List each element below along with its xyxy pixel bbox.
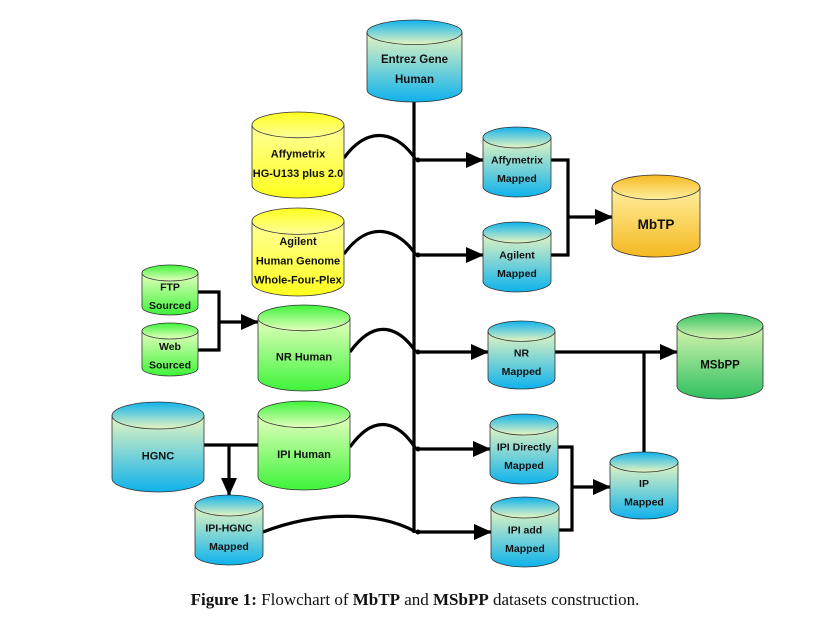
- cylinder-body: [251, 220, 345, 297]
- node-nrmapped: NR Mapped: [487, 320, 556, 390]
- caption-text-3: datasets construction.: [488, 590, 640, 609]
- cylinder-top: [141, 322, 199, 340]
- curve-ipi: [348, 422, 418, 450]
- node-label: IPI Directly: [497, 442, 551, 454]
- bracket-ipi-ip: [558, 445, 574, 532]
- node-label: Affymetrix: [271, 149, 326, 161]
- caption-text-1: Flowchart of: [256, 590, 353, 609]
- cylinder-top: [251, 111, 345, 139]
- node-label: Mapped: [497, 268, 537, 280]
- cylinder-body: [490, 507, 560, 568]
- node-label: IPI Human: [277, 449, 331, 461]
- node-label: Mapped: [504, 460, 544, 472]
- node-ipihgnc: IPI-HGNC Mapped: [194, 494, 264, 566]
- node-label: FTP: [160, 281, 180, 293]
- cylinder-top: [611, 174, 701, 201]
- cylinder-top: [676, 312, 764, 340]
- node-label: Whole-Four-Plex: [254, 275, 342, 287]
- cylinder-body: [141, 272, 199, 316]
- node-label: Mapped: [209, 541, 249, 553]
- cylinder-body: [487, 330, 556, 390]
- node-label: Mapped: [497, 173, 537, 185]
- node-label: MbTP: [638, 217, 675, 232]
- node-label: MSbPP: [700, 359, 740, 371]
- curve-ipihgnc: [262, 514, 417, 534]
- bracket-mapped-mbtp: [551, 158, 570, 257]
- curve-agilent: [342, 229, 418, 256]
- cylinder-body: [482, 232, 552, 293]
- node-nr: NR Human: [257, 304, 351, 392]
- cylinder-body: [257, 317, 351, 392]
- cylinder-body: [194, 505, 264, 566]
- node-label: IPI-HGNC: [205, 523, 253, 535]
- cylinder-top: [489, 413, 559, 436]
- cylinder-top: [482, 221, 552, 244]
- node-label: Web: [159, 341, 181, 353]
- node-ipmapped: IP Mapped: [609, 451, 679, 520]
- cylinder-body: [609, 461, 679, 520]
- node-msbpp: MSbPP: [676, 312, 764, 400]
- node-label: Human Genome: [256, 255, 340, 267]
- cylinder-top: [482, 126, 552, 149]
- node-label: Entrez Gene: [381, 54, 448, 66]
- node-label: Mapped: [505, 543, 545, 555]
- cylinder-top: [141, 264, 199, 282]
- node-label: Human: [395, 74, 434, 86]
- cylinder-body: [489, 424, 559, 485]
- cylinder-body: [482, 137, 552, 198]
- node-label: HG-U133 plus 2.0: [253, 168, 343, 180]
- cylinder-top: [194, 494, 264, 517]
- node-hgnc: HGNC: [111, 401, 205, 493]
- cylinder-body: [611, 186, 701, 258]
- node-label: Mapped: [624, 496, 664, 508]
- caption-text-2: and: [399, 590, 434, 609]
- node-label: Sourced: [149, 300, 191, 312]
- node-label: IPI add: [508, 525, 542, 537]
- node-label: Agilent: [279, 236, 317, 248]
- node-label: IP: [639, 478, 649, 490]
- curve-nr: [348, 327, 418, 353]
- node-ftp: FTP Sourced: [141, 264, 199, 316]
- cylinder-top: [257, 400, 351, 429]
- connectors: [198, 102, 678, 540]
- cylinder-body: [111, 415, 205, 493]
- bracket-ftp-web: [198, 290, 221, 352]
- node-label: Sourced: [149, 359, 191, 371]
- cylinder-top: [111, 401, 205, 430]
- cylinder-top: [490, 496, 560, 519]
- node-ipi: IPI Human: [257, 400, 351, 491]
- cylinder-top: [609, 451, 679, 473]
- cylinder-body: [366, 31, 463, 103]
- caption-mbtp: MbTP: [352, 590, 400, 609]
- cylinder-body: [257, 413, 351, 491]
- curve-affy: [342, 133, 418, 161]
- node-label: NR Human: [276, 351, 333, 363]
- node-label: NR: [514, 348, 530, 360]
- caption-prefix: Figure 1:: [190, 590, 257, 609]
- cylinder-top: [257, 304, 351, 332]
- node-label: Agilent: [499, 250, 535, 262]
- node-label: Mapped: [502, 366, 542, 378]
- node-mbtp: MbTP: [611, 174, 701, 258]
- cylinder-body: [251, 124, 345, 199]
- cylinder-top: [487, 320, 556, 342]
- figure-caption: Figure 1: Flowchart of MbTP and MSbPP da…: [0, 590, 830, 610]
- cylinder-body: [676, 325, 764, 400]
- cylinder-body: [141, 330, 199, 377]
- node-label: Affymetrix: [491, 155, 543, 167]
- cylinder-top: [366, 19, 463, 46]
- cylinder-top: [251, 207, 345, 235]
- caption-msbpp: MSbPP: [433, 590, 489, 609]
- node-label: HGNC: [142, 451, 174, 463]
